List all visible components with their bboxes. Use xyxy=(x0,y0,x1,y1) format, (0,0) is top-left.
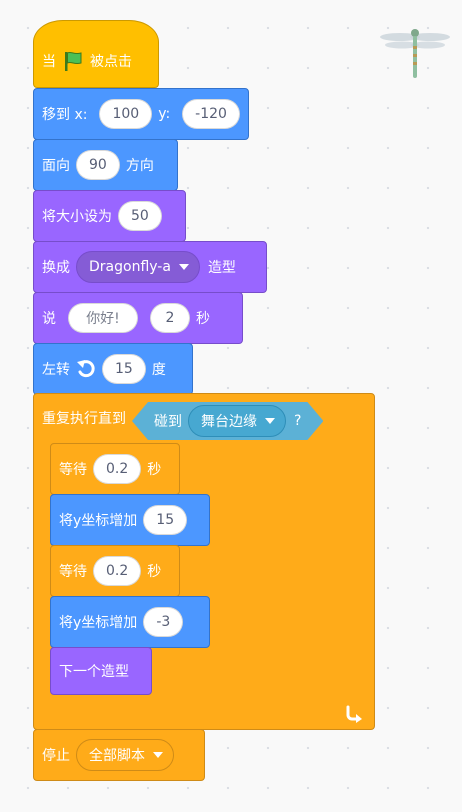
wait2-input[interactable]: 0.2 xyxy=(93,556,142,586)
wait1-suffix: 秒 xyxy=(147,462,162,478)
touching-dropdown[interactable]: 舞台边缘 xyxy=(188,405,286,437)
stop-label: 停止 xyxy=(42,748,70,764)
change2-label: 将y坐标增加 xyxy=(59,615,138,631)
stop-block[interactable]: 停止 全部脚本 xyxy=(33,729,205,781)
dropdown-arrow-icon xyxy=(265,418,275,424)
say-text-input[interactable]: 你好! xyxy=(68,303,138,333)
stop-dropdown[interactable]: 全部脚本 xyxy=(76,739,174,771)
say-label: 说 xyxy=(42,311,56,327)
wait1-input[interactable]: 0.2 xyxy=(93,454,142,484)
turn-label: 左转 xyxy=(42,362,70,378)
set-size-block[interactable]: 将大小设为 50 xyxy=(33,190,186,242)
dropdown-arrow-icon xyxy=(153,752,163,758)
costume-suffix: 造型 xyxy=(207,260,236,276)
size-input[interactable]: 50 xyxy=(118,201,162,231)
next-label: 下一个造型 xyxy=(59,664,129,680)
costume-dropdown-value: Dragonfly-a xyxy=(89,259,171,275)
point-direction-block[interactable]: 面向 90 方向 xyxy=(33,139,178,191)
hat-suffix: 被点击 xyxy=(90,54,132,70)
dropdown-arrow-icon xyxy=(178,264,189,270)
wait-block-2[interactable]: 等待 0.2 秒 xyxy=(50,545,180,597)
point-label: 面向 xyxy=(42,158,70,174)
goto-xy-block[interactable]: 移到 x: 100 y: -120 xyxy=(33,88,249,140)
point-input[interactable]: 90 xyxy=(76,150,120,180)
when-flag-clicked-block[interactable]: 当 被点击 xyxy=(33,20,159,88)
change-y-block-2[interactable]: 将y坐标增加 -3 xyxy=(50,596,210,648)
say-for-secs-block[interactable]: 说 你好! 2 秒 xyxy=(33,292,243,344)
goto-x-input[interactable]: 100 xyxy=(99,99,153,129)
goto-y-input[interactable]: -120 xyxy=(182,99,240,129)
turn-suffix: 度 xyxy=(151,362,166,378)
loop-arrow-icon xyxy=(344,703,364,727)
change1-input[interactable]: 15 xyxy=(143,505,188,535)
say-secs-input[interactable]: 2 xyxy=(150,303,190,333)
goto-label: 移到 x: xyxy=(42,107,88,123)
hat-prefix: 当 xyxy=(42,54,56,70)
touching-q: ? xyxy=(294,413,302,429)
green-flag-icon xyxy=(62,50,84,72)
touching-condition[interactable]: 碰到 舞台边缘 ? xyxy=(132,402,323,440)
change1-label: 将y坐标增加 xyxy=(59,513,138,529)
repeat-label: 重复执行直到 xyxy=(42,411,126,427)
point-suffix: 方向 xyxy=(125,158,154,174)
wait-block-1[interactable]: 等待 0.2 秒 xyxy=(50,443,180,495)
switch-costume-block[interactable]: 换成 Dragonfly-a 造型 xyxy=(33,241,267,293)
change2-input[interactable]: -3 xyxy=(143,607,184,637)
goto-y-label: y: xyxy=(158,106,171,122)
wait1-label: 等待 xyxy=(59,462,87,478)
costume-dropdown[interactable]: Dragonfly-a xyxy=(76,251,200,283)
costume-label: 换成 xyxy=(42,260,70,276)
touching-label: 碰到 xyxy=(154,414,182,430)
stop-dropdown-value: 全部脚本 xyxy=(89,748,145,764)
dragonfly-sprite-icon[interactable] xyxy=(378,24,452,80)
turn-input[interactable]: 15 xyxy=(102,354,146,384)
next-costume-block[interactable]: 下一个造型 xyxy=(50,647,152,695)
wait2-label: 等待 xyxy=(59,564,87,580)
wait2-suffix: 秒 xyxy=(147,564,162,580)
touching-dropdown-value: 舞台边缘 xyxy=(201,414,257,430)
rotate-left-icon xyxy=(76,359,96,379)
turn-left-block[interactable]: 左转 15 度 xyxy=(33,343,193,395)
size-label: 将大小设为 xyxy=(42,209,112,225)
change-y-block-1[interactable]: 将y坐标增加 15 xyxy=(50,494,210,546)
say-suffix: 秒 xyxy=(196,311,210,327)
